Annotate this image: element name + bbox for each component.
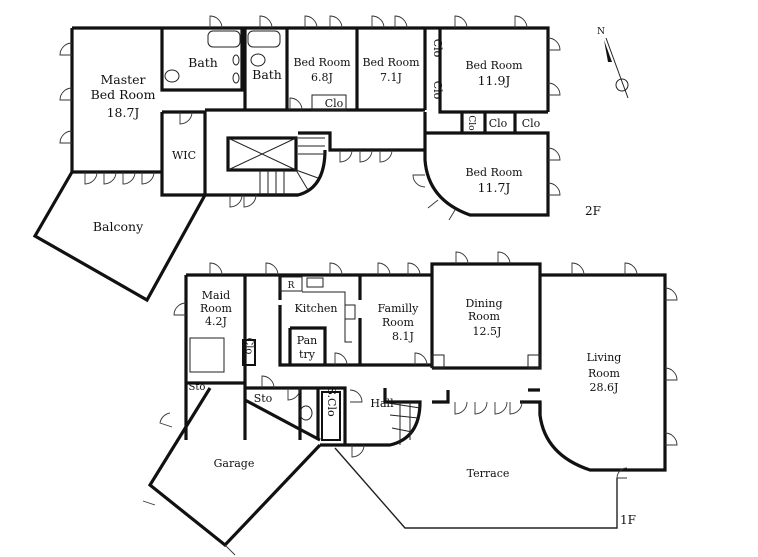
room-label: Sto [189, 382, 206, 393]
bathtub [207, 30, 241, 48]
bathtub [189, 337, 225, 373]
room-size: 8.1J [392, 330, 414, 343]
column [431, 354, 445, 369]
garage-outline [147, 387, 322, 548]
room-label: Hall [370, 397, 394, 410]
compass-north: N [597, 27, 605, 37]
room-label: WIC [172, 149, 196, 162]
floor-2f: Master Bed Room 18.7J Bath Bath Bed Room… [32, 15, 629, 303]
room-label: Living [587, 351, 622, 364]
closet-label: S.Clo [325, 387, 338, 417]
balcony-outline [32, 171, 207, 303]
toilet [164, 69, 180, 83]
closet-label: Clo [489, 117, 508, 130]
floor-label: 1F [620, 513, 636, 527]
column [527, 354, 541, 369]
room-size: 28.6J [590, 381, 619, 394]
wall [184, 262, 667, 472]
sink [232, 54, 240, 66]
room-label: Bath [252, 67, 282, 82]
room-size: 18.7J [107, 105, 140, 120]
room-label: Bed Room [465, 59, 523, 72]
doors-2f [59, 15, 561, 221]
room-label: Room [468, 310, 501, 323]
room-label: Kitchen [295, 302, 338, 315]
closet-label: Clo [431, 81, 444, 100]
stair-treads [259, 137, 325, 195]
closet-label: Clo [325, 97, 344, 110]
closet [311, 94, 347, 111]
room-label: Dining [465, 297, 502, 310]
closet-label: Clo [522, 117, 541, 130]
room-label: Sto [254, 392, 273, 405]
closet-label: Clo [431, 39, 444, 58]
room-size: 11.7J [478, 180, 511, 195]
toilet [299, 405, 313, 421]
closet-label: Clo [243, 338, 254, 355]
closet-label: Clo [466, 115, 476, 130]
room-label: Maid [202, 289, 230, 302]
toilet [250, 53, 266, 67]
shoe-closet [321, 391, 341, 441]
room-label: Familly [378, 302, 419, 315]
stair-void [226, 136, 298, 172]
stair-treads [387, 402, 421, 445]
sink [232, 72, 240, 84]
wall [432, 388, 542, 415]
doors-1f [142, 251, 678, 556]
room-label: Bed Room [91, 87, 156, 102]
room-label: Bed Room [465, 166, 523, 179]
floor-label: 2F [585, 204, 601, 218]
room-label: Room [382, 316, 415, 329]
terrace-outline [334, 447, 618, 529]
compass-icon: N [597, 27, 629, 99]
room-label: Bed Room [293, 56, 351, 69]
bathtub [247, 30, 281, 48]
stove-icon [306, 277, 324, 288]
floor-1f: Maid Room 4.2J Kitchen R Familly Room 8.… [142, 251, 678, 556]
room-label: Room [588, 367, 621, 380]
room-size: 7.1J [380, 71, 402, 84]
closet [242, 339, 256, 366]
room-size: 12.5J [473, 325, 502, 338]
room-label: Pan [297, 334, 318, 347]
room-label: Bath [188, 55, 218, 70]
room-label: Room [200, 302, 233, 315]
room-size: 4.2J [205, 315, 227, 328]
sink [344, 304, 356, 320]
room-label: Balcony [93, 219, 144, 234]
room-label: try [299, 348, 316, 361]
room-size: 11.9J [478, 73, 511, 88]
room-size: 6.8J [311, 71, 333, 84]
room-label: Garage [214, 457, 255, 470]
room-label: Terrace [467, 467, 510, 480]
room-label: Bed Room [362, 56, 420, 69]
fridge [279, 276, 303, 292]
room-label: Master [100, 72, 145, 87]
stair-curve [258, 149, 327, 197]
void-cross [227, 137, 297, 171]
fridge-label: R [288, 281, 295, 291]
